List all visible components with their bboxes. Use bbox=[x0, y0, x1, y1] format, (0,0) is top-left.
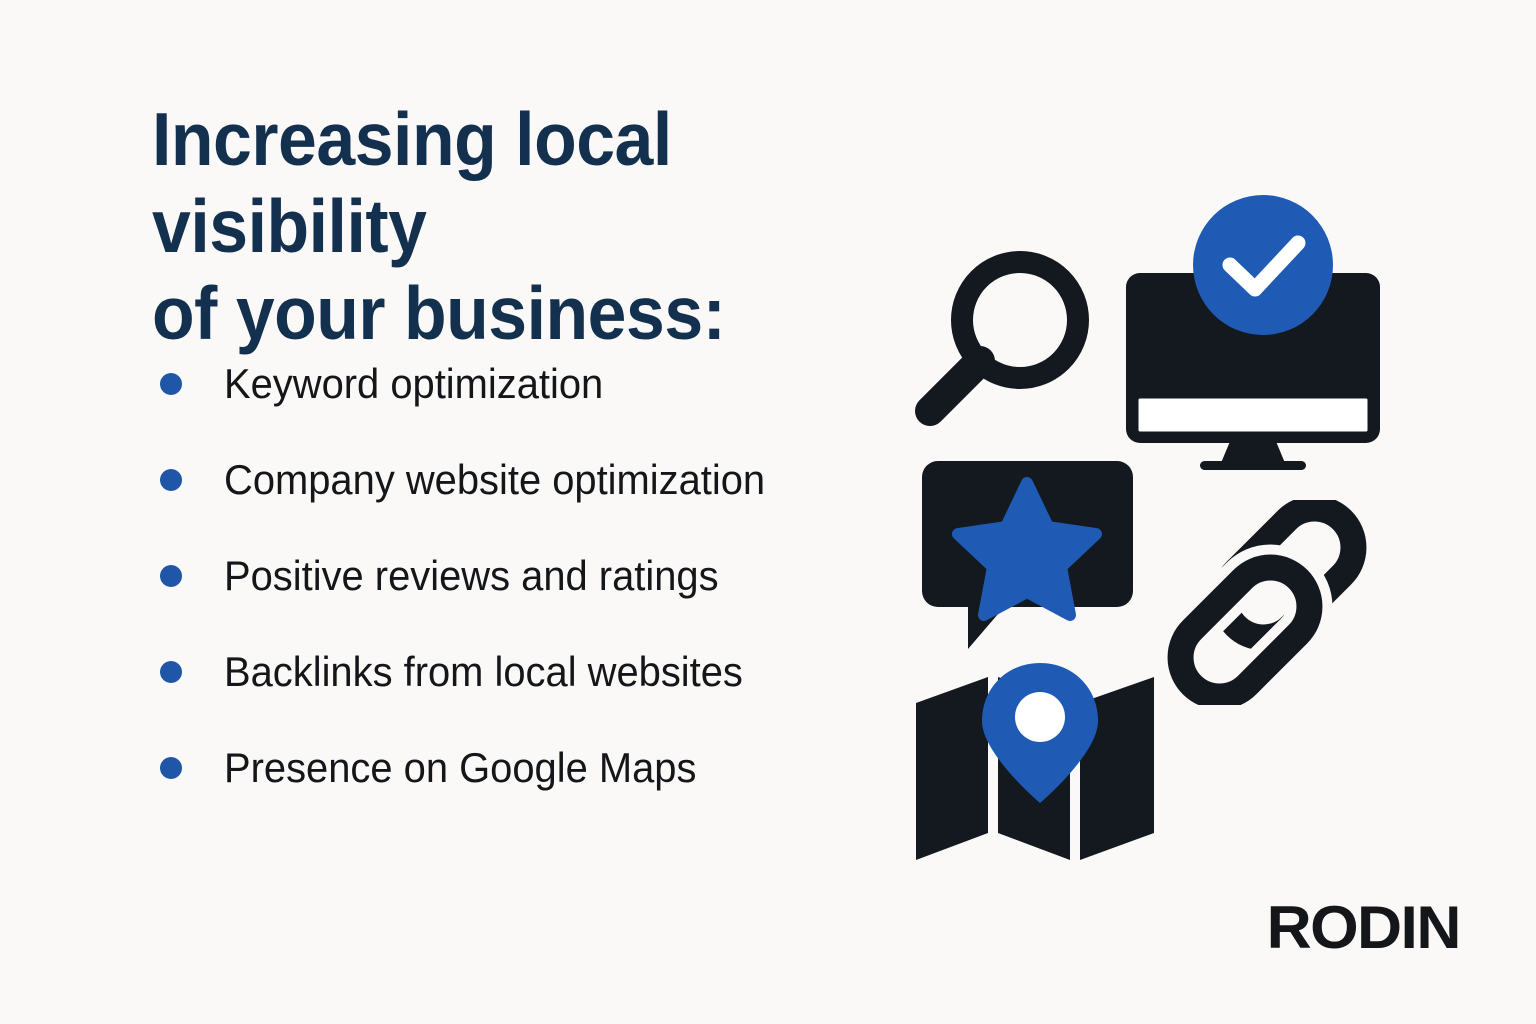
monitor-check-icon bbox=[1122, 195, 1404, 475]
list-item-label: Backlinks from local websites bbox=[224, 648, 743, 695]
chain-link-icon bbox=[1157, 495, 1372, 720]
rodin-logo: RODIN bbox=[1266, 894, 1462, 961]
list-item: Positive reviews and ratings bbox=[160, 528, 940, 624]
bullet-dot-icon bbox=[160, 565, 182, 587]
list-item: Presence on Google Maps bbox=[160, 720, 940, 816]
list-item-label: Presence on Google Maps bbox=[224, 744, 697, 791]
page-title: Increasing local visibility of your busi… bbox=[152, 97, 726, 355]
list-item: Backlinks from local websites bbox=[160, 624, 940, 720]
list-item-label: Positive reviews and ratings bbox=[224, 552, 719, 599]
text-content: Increasing local visibility of your busi… bbox=[152, 96, 912, 789]
icon-cluster bbox=[900, 195, 1420, 895]
list-item: Keyword optimization bbox=[160, 336, 940, 432]
list-item-label: Company website optimization bbox=[224, 456, 766, 503]
folded-map-pin-icon bbox=[910, 655, 1180, 870]
list-item: Company website optimization bbox=[160, 432, 940, 528]
speech-bubble-star-icon bbox=[920, 453, 1135, 653]
bullet-dot-icon bbox=[160, 661, 182, 683]
bullet-dot-icon bbox=[160, 757, 182, 779]
magnifying-glass-icon bbox=[908, 243, 1098, 433]
bullet-dot-icon bbox=[160, 469, 182, 491]
list-item-label: Keyword optimization bbox=[224, 360, 604, 407]
benefits-list: Keyword optimization Company website opt… bbox=[160, 336, 940, 816]
bullet-dot-icon bbox=[160, 373, 182, 395]
